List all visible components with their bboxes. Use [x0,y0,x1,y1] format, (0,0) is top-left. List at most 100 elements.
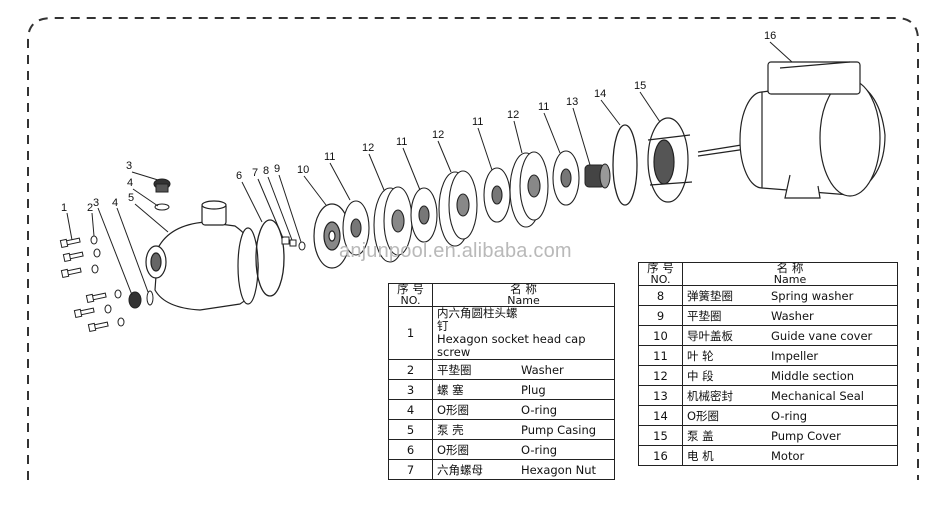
callout-7: 7 [252,167,258,179]
part-name: 六角螺母 Hexagon Nut [432,459,615,480]
part-name-cn: 叶 轮 [687,348,714,363]
callout-15: 15 [634,80,646,92]
part-name-en: Plug [521,382,546,397]
impeller-stage-1 [342,200,370,256]
part-name-cn: 平垫圈 [437,362,472,377]
pump-casing [145,200,259,311]
part-number: 4 [388,399,433,420]
callout-2: 2 [87,202,93,214]
part-number: 2 [388,359,433,380]
part-name-en: Middle section [771,368,855,383]
callout-4a: 4 [127,177,133,189]
part-name-cn: 内六角圆柱头螺钉 [437,306,518,333]
part-name: 电 机 Motor [682,445,898,466]
nuts-washers-group [281,236,306,251]
part-number: 16 [638,445,683,466]
pump-cover [647,117,693,203]
part-name-en: O-ring [521,442,558,457]
part-name-en: Hexagon socket head cap screw [437,332,586,359]
leader-lines [66,41,793,296]
part-name-en: Mechanical Seal [771,388,864,403]
part-name: 机械密封 Mechanical Seal [682,385,898,406]
part-name-cn: 泵 盖 [687,428,714,443]
callout-12a: 12 [362,142,374,154]
callout-10: 10 [297,164,309,176]
plug-oring-group [128,178,171,309]
callout-11b: 11 [396,136,407,148]
part-name-cn: 电 机 [687,448,714,463]
middle-section-2 [438,170,478,247]
part-name-en: Washer [771,308,814,323]
part-name-cn: 螺 塞 [437,382,464,397]
part-name-cn: O形圈 [437,442,470,457]
part-number: 8 [638,285,683,306]
callout-11d: 11 [538,101,549,113]
table-row: 3 螺 塞 Plug [388,379,615,400]
callout-14: 14 [594,88,606,100]
callout-4b: 4 [112,197,118,209]
part-name-en: Hexagon Nut [521,462,597,477]
part-number: 9 [638,305,683,326]
motor [697,61,886,199]
callout-3b: 3 [93,197,99,209]
middle-section-3 [509,151,549,228]
impeller-stage-3 [483,167,511,223]
part-name-cn: O形圈 [437,402,470,417]
part-name-cn: 中 段 [687,368,714,383]
part-name-cn: 机械密封 [687,388,733,403]
callout-5: 5 [128,192,134,204]
part-name-cn: 导叶盖板 [687,328,733,343]
callout-12c: 12 [507,109,519,121]
part-number: 3 [388,379,433,400]
part-name-en: Impeller [771,348,819,363]
part-name-en: Motor [771,448,805,463]
table-row: 16 电 机 Motor [638,445,898,466]
part-number: 15 [638,425,683,446]
callout-3a: 3 [126,160,132,172]
part-name-en: O-ring [771,408,808,423]
callout-1: 1 [61,202,67,214]
callout-11c: 11 [472,116,483,128]
part-number: 11 [638,345,683,366]
part-name-cn: 弹簧垫圈 [687,288,733,303]
callout-12b: 12 [432,129,444,141]
part-name-en: Guide vane cover [771,328,873,343]
callout-11a: 11 [324,151,335,163]
part-name-en: Pump Cover [771,428,841,443]
part-name-cn: 泵 壳 [437,422,464,437]
part-number: 5 [388,419,433,440]
part-name-cn: O形圈 [687,408,720,423]
guide-vane-cover [313,203,351,269]
impeller-stage-2 [410,187,438,243]
part-number: 1 [388,306,433,360]
part-name: 中 段 Middle section [682,365,898,386]
callout-9: 9 [274,163,280,175]
part-name-cn: 六角螺母 [437,462,483,477]
screws-group [59,235,125,333]
part-name: 螺 塞 Plug [432,379,615,400]
part-name: 叶 轮 Impeller [682,345,898,366]
table-row: 11 叶 轮 Impeller [638,345,898,366]
o-ring-6 [255,219,285,297]
